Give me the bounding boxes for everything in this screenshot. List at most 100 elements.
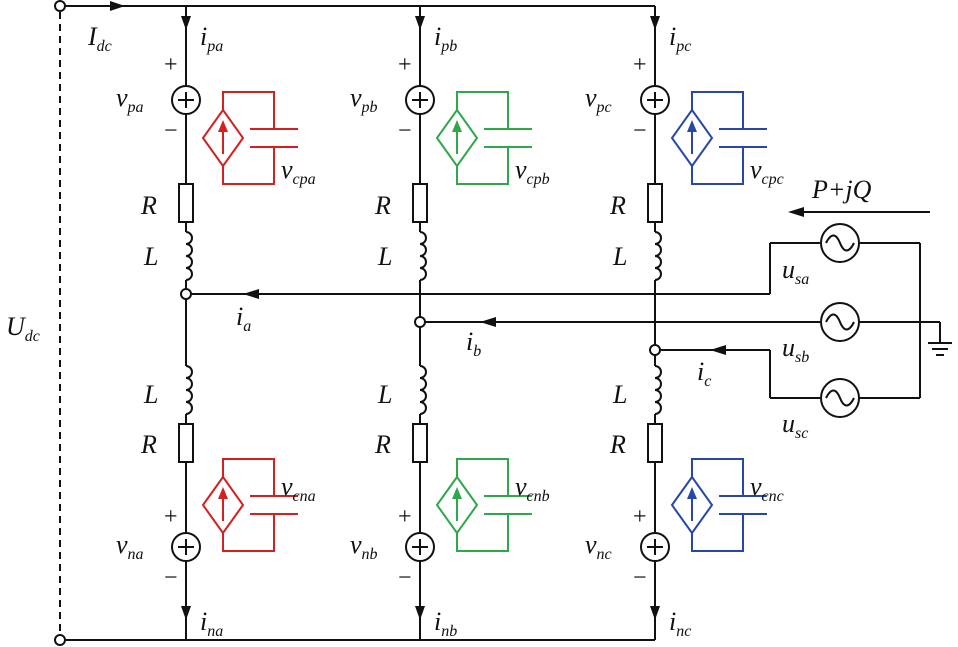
resistor-label: R [140, 430, 157, 459]
inductor-icon [419, 365, 427, 415]
resistor-label: R [140, 191, 157, 220]
ground-icon [928, 322, 952, 356]
lower-arm-current-label: ina [200, 607, 223, 640]
controlled-source-icon [670, 108, 714, 168]
inductor-icon [419, 231, 427, 281]
arrow-up-icon [452, 487, 462, 499]
resistor-label: R [609, 430, 626, 459]
inductor-icon [185, 365, 193, 415]
inductor-icon [654, 365, 662, 415]
idc-label: Idc [87, 22, 112, 55]
plus-sign: + [164, 504, 178, 530]
plus-sign: + [398, 504, 412, 530]
current-arrow [415, 16, 425, 30]
arrow-up-icon [687, 120, 697, 132]
capacitor-voltage-label: vcna [281, 472, 316, 505]
arrow-up-icon [218, 487, 228, 499]
submodule: vcpc [670, 91, 784, 188]
node-c [649, 344, 661, 356]
ib-arrow [480, 317, 496, 327]
phase-legs: ipa+vpa−vcpaRLiaLRvcna+vna−inaipb+vpb−vc… [116, 6, 784, 640]
node-b [414, 316, 426, 328]
dc-bus-top [54, 0, 655, 12]
ac-sine-icon [825, 389, 855, 407]
plus-sign: + [633, 52, 647, 78]
resistor-icon [412, 183, 428, 223]
upper-source-label: vpb [350, 83, 378, 116]
resistor-label: R [609, 191, 626, 220]
current-arrow [650, 16, 660, 30]
dc-positive-terminal [54, 0, 66, 12]
usa-label: usa [782, 255, 809, 288]
usb-label: usb [782, 333, 809, 366]
lower-arm-current-label: inc [669, 607, 691, 640]
submodule: vcna [201, 458, 316, 552]
lower-arm-current-label: inb [434, 607, 457, 640]
lower-source-label: vnb [350, 530, 378, 563]
submodule: vcnb [435, 458, 550, 552]
current-arrow [415, 606, 425, 620]
ac-sine-icon [825, 234, 855, 252]
ac-sine-icon [825, 313, 855, 331]
inductor-label: L [377, 380, 392, 409]
resistor-icon [647, 183, 663, 223]
dc-negative-terminal [54, 634, 66, 646]
upper-arm-current-label: ipa [200, 22, 223, 55]
grid-source-b [820, 302, 940, 342]
power-flow: P+jQ [788, 175, 930, 217]
minus-sign: − [398, 118, 412, 144]
inductor-label: L [377, 242, 392, 271]
power-flow-label: P+jQ [811, 175, 872, 204]
grid-source-a [820, 223, 920, 263]
controlled-source-icon [670, 475, 714, 535]
upper-arm-current-label: ipc [669, 22, 691, 55]
resistor-icon [178, 423, 194, 463]
current-arrow [650, 606, 660, 620]
idc-arrow [110, 1, 125, 11]
minus-sign: − [164, 118, 178, 144]
resistor-icon [647, 423, 663, 463]
controlled-source-icon [435, 108, 479, 168]
dc-bus-bottom [54, 634, 655, 646]
lower-source-label: vnc [585, 530, 612, 563]
controlled-source-icon [201, 475, 245, 535]
minus-sign: − [398, 565, 412, 591]
grid-source-c [820, 378, 920, 418]
grid-sources: usa usb usc [782, 223, 952, 442]
inductor-label: L [612, 380, 627, 409]
inductor-label: L [612, 242, 627, 271]
upper-source-label: vpc [585, 83, 612, 116]
capacitor-voltage-label: vcpc [750, 155, 784, 188]
udc-label: Udc [6, 312, 40, 345]
resistor-icon [412, 423, 428, 463]
inductor-label: L [143, 242, 158, 271]
node-a [180, 288, 192, 300]
resistor-label: R [374, 191, 391, 220]
inductor-label: L [143, 380, 158, 409]
capacitor-voltage-label: vcnc [750, 472, 784, 505]
upper-arm-current-label: ipb [434, 22, 457, 55]
current-arrow [181, 16, 191, 30]
arrow-up-icon [687, 487, 697, 499]
submodule: vcpb [435, 91, 550, 188]
usc-label: usc [782, 409, 808, 442]
ac-connections [180, 242, 820, 399]
ac-current-label: ib [466, 327, 481, 360]
resistor-label: R [374, 430, 391, 459]
plus-sign: + [633, 504, 647, 530]
submodule: vcpa [201, 91, 316, 188]
resistor-icon [178, 183, 194, 223]
arrow-up-icon [452, 120, 462, 132]
capacitor-voltage-label: vcnb [515, 472, 550, 505]
minus-sign: − [633, 118, 647, 144]
ia-arrow [243, 289, 259, 299]
lower-source-label: vna [116, 530, 144, 563]
plus-sign: + [164, 52, 178, 78]
minus-sign: − [633, 565, 647, 591]
ac-current-label: ic [697, 357, 711, 390]
ic-arrow [710, 345, 726, 355]
